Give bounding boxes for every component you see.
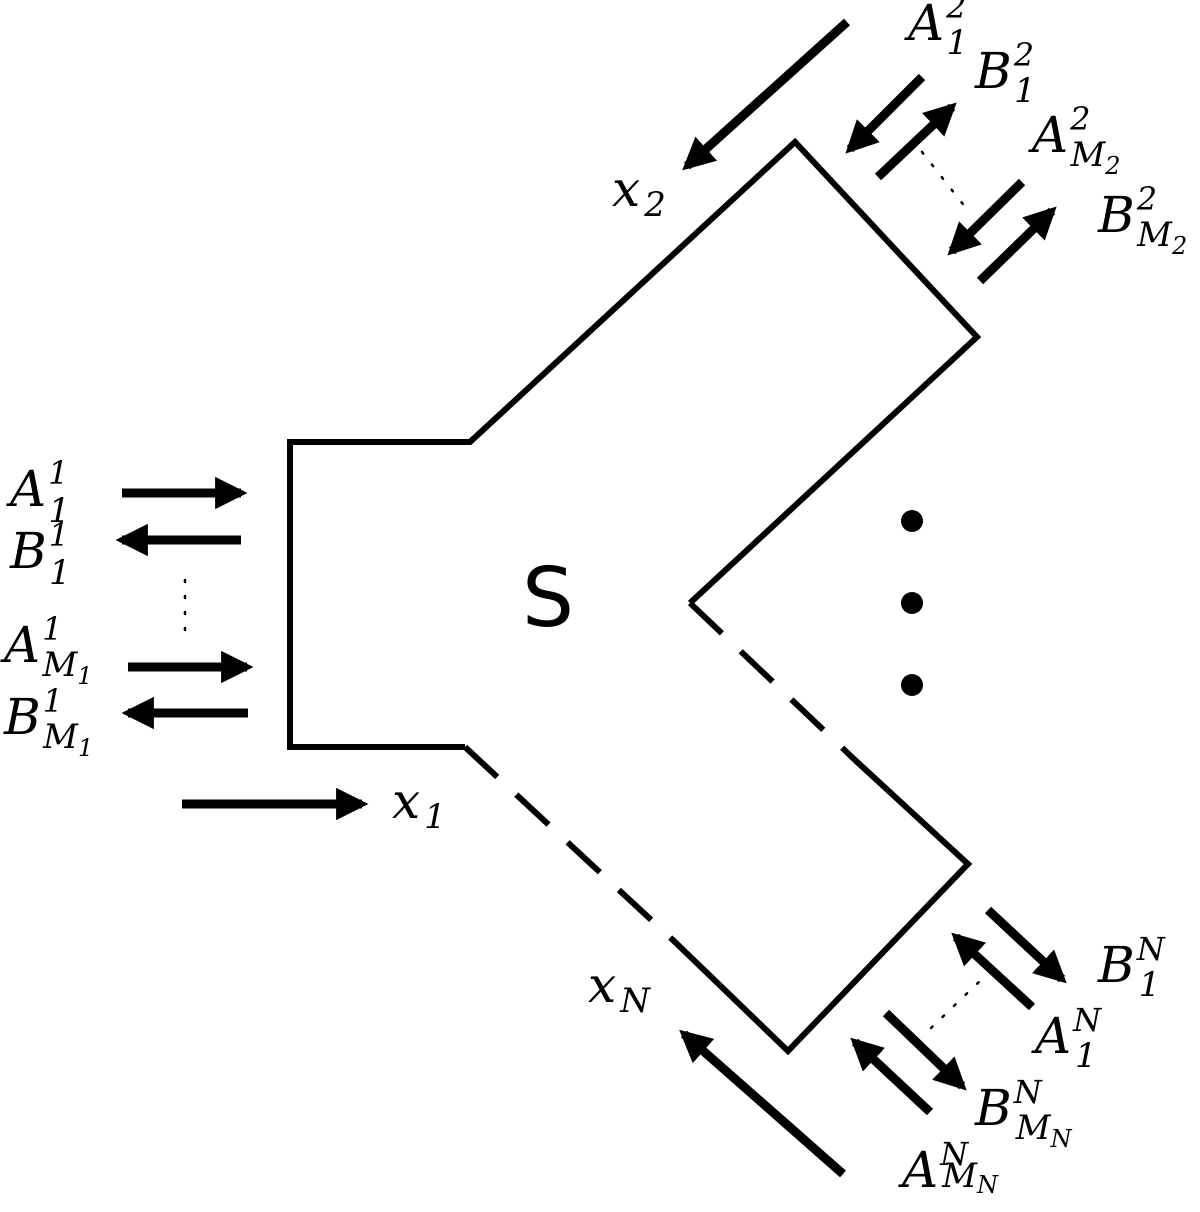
ellipsis-dot — [901, 510, 923, 532]
center-label: S — [522, 551, 574, 646]
ellipsis-dot — [901, 592, 923, 614]
arrow-b1-port2 — [874, 102, 957, 181]
arrow-am-portN — [850, 1037, 934, 1116]
arrow-xN — [679, 1029, 846, 1178]
ellipsis-dot — [901, 674, 923, 696]
arrow-b1-portN — [984, 906, 1067, 984]
arrow-x2 — [682, 18, 851, 171]
device-open-edge-inner — [687, 600, 858, 763]
arrow-bm-portN — [882, 1009, 967, 1091]
arrow-am-port2 — [947, 178, 1026, 256]
dots-port2 — [920, 150, 968, 210]
arrow-a1-portN — [951, 932, 1036, 1011]
device-open-edge-lower-left — [462, 744, 678, 945]
device-outline — [287, 137, 982, 1056]
dots-portN — [929, 978, 983, 1030]
arrow-a1-port2 — [845, 73, 926, 154]
arrow-bm-port2 — [976, 206, 1057, 285]
